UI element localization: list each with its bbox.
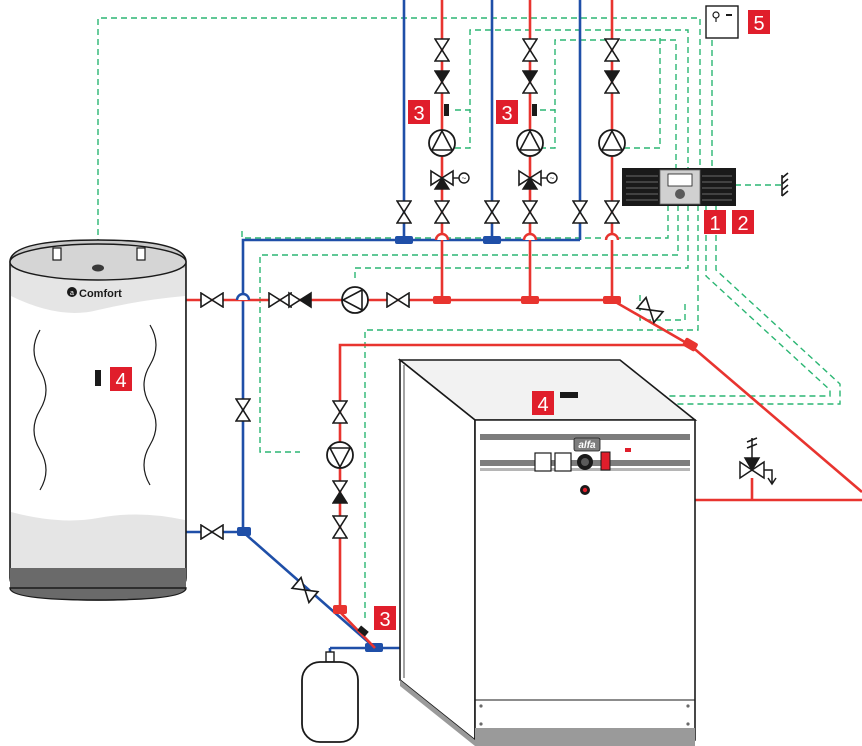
ground-icon [781, 172, 789, 197]
riser-1-fittings: ~ [428, 38, 470, 224]
marker-4a-box [110, 367, 132, 391]
marker-5-box [748, 10, 770, 34]
tank-logo-icon: a [67, 287, 77, 297]
marker-1: 1 [709, 213, 720, 235]
tank-flow-fittings [200, 286, 410, 314]
boiler-unit [397, 358, 698, 746]
svg-text:~: ~ [462, 174, 467, 183]
marker-3a: 3 [413, 103, 424, 125]
marker-3b-box [496, 100, 518, 124]
marker-5: 5 [753, 13, 764, 35]
sensor-wiring [97, 17, 841, 620]
marker-3c: 3 [379, 609, 390, 631]
storage-tank [9, 239, 187, 601]
svg-text:~: ~ [550, 174, 555, 183]
marker-4b-box [532, 391, 554, 415]
marker-3b: 3 [501, 103, 512, 125]
marker-1-box [704, 210, 726, 234]
flow-tees [333, 296, 698, 614]
svg-text:a: a [70, 290, 74, 297]
boiler-circuit-fittings [326, 400, 369, 637]
return-riser-valves [396, 200, 588, 224]
safety-valve [739, 437, 777, 486]
pipe-crossings [235, 232, 620, 301]
mixer-valve-right [635, 295, 665, 325]
marker-2-box [732, 210, 754, 234]
boiler-logo-icon [573, 437, 601, 452]
marker-3a-box [408, 100, 430, 124]
tank-brand: Comfort [79, 288, 122, 300]
marker-4b: 4 [537, 394, 548, 416]
outdoor-sensor [705, 5, 739, 39]
return-tees [237, 236, 501, 652]
marker-3c-box [374, 606, 396, 630]
marker-2: 2 [737, 213, 748, 235]
boiler-brand: alfa [578, 440, 596, 451]
boiler-model: comfort 2 [603, 442, 624, 448]
riser-2-fittings: ~ [516, 38, 558, 224]
expansion-vessel [301, 651, 359, 743]
heating-controller [622, 168, 736, 206]
tank-return-fittings [200, 398, 320, 605]
marker-4a: 4 [115, 370, 126, 392]
